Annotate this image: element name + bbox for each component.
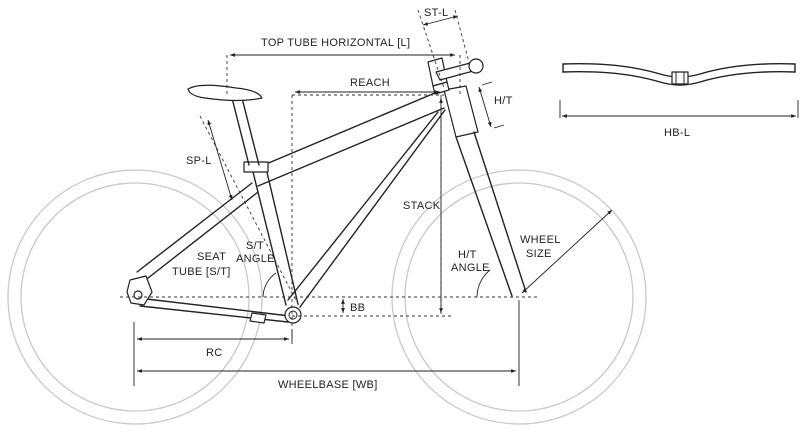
head-tube-label: H/T bbox=[494, 95, 513, 107]
wheel-size-label-line1: WHEEL bbox=[520, 234, 561, 246]
seat-tube-label-line2: TUBE [S/T] bbox=[172, 266, 231, 278]
top-tube-label: TOP TUBE HORIZONTAL [L] bbox=[261, 37, 410, 49]
seat-tube-label-line1: SEAT bbox=[197, 251, 226, 263]
handlebar-width-label: HB-L bbox=[664, 127, 690, 139]
stem-length-label: ST-L bbox=[424, 7, 448, 19]
seatpost-length-label: SP-L bbox=[186, 155, 212, 167]
wheel-size-label-line2: SIZE bbox=[526, 248, 552, 260]
measurement-labels: TOP TUBE HORIZONTAL [L] ST-L REACH H/T H… bbox=[172, 7, 690, 391]
reference-lines bbox=[120, 9, 540, 342]
wheelbase-label: WHEELBASE [WB] bbox=[278, 379, 378, 391]
rear-center-label: RC bbox=[206, 347, 223, 359]
head-angle-label-line2: ANGLE bbox=[451, 262, 490, 274]
handlebar-top-view bbox=[562, 63, 796, 86]
stack-label: STACK bbox=[403, 200, 441, 212]
reach-label: REACH bbox=[350, 77, 390, 89]
bike-frame bbox=[126, 57, 527, 324]
bottom-bracket-label: BB bbox=[350, 302, 365, 314]
dimension-lines bbox=[133, 15, 799, 386]
seat-angle-label-line1: S/T bbox=[246, 240, 264, 252]
seat-angle-label-line2: ANGLE bbox=[236, 253, 275, 265]
head-angle-label-line1: H/T bbox=[458, 249, 477, 261]
